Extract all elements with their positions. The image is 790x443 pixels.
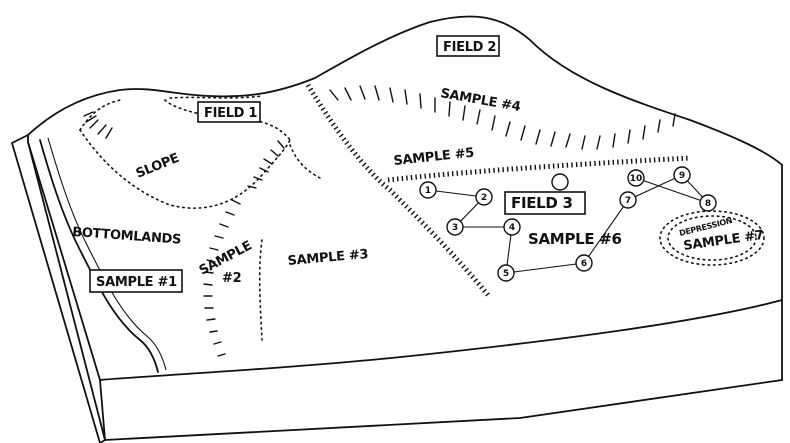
depression-zone	[659, 210, 765, 266]
sample-point-6: 6	[575, 254, 593, 272]
labels: FIELD 1 FIELD 2 FIELD 3 SLOPE BOTTOMLAND…	[72, 35, 765, 293]
sample6-label: SAMPLE #6	[528, 230, 622, 248]
svg-text:7: 7	[625, 196, 631, 206]
sample5-label: SAMPLE #5	[393, 146, 475, 169]
field1-label: FIELD 1	[204, 106, 257, 121]
sample-point-8: 8	[699, 194, 717, 212]
sample1-box	[89, 269, 183, 293]
sample-point-4: 4	[503, 218, 521, 236]
terrain-block	[11, 15, 783, 443]
sample-point-1: 1	[419, 181, 437, 199]
svg-text:1: 1	[425, 186, 431, 196]
sample2-ridge	[203, 144, 321, 357]
field-boundaries	[169, 83, 691, 297]
svg-text:4: 4	[509, 223, 515, 233]
sample-point-7: 7	[619, 191, 637, 209]
sample-point-3: 3	[446, 218, 464, 236]
svg-text:3: 3	[452, 223, 458, 233]
sample2-label-line2: #2	[222, 271, 241, 286]
sample-path	[427, 174, 709, 274]
svg-text:2: 2	[481, 193, 487, 203]
svg-text:9: 9	[679, 171, 685, 181]
field2-label: FIELD 2	[443, 40, 496, 55]
bottomlands-label: BOTTOMLANDS	[72, 225, 182, 248]
field1-box	[197, 101, 261, 123]
svg-text:10: 10	[630, 174, 643, 184]
sample-point-5: 5	[497, 264, 515, 282]
field3-box	[504, 191, 586, 215]
sample-point-9: 9	[673, 166, 691, 184]
svg-text:6: 6	[581, 259, 587, 269]
slope-label: SLOPE	[134, 151, 181, 182]
field3-label: FIELD 3	[511, 194, 573, 212]
sample-point-2: 2	[475, 188, 493, 206]
sample3-label: SAMPLE #3	[287, 247, 369, 269]
well-marker	[551, 173, 569, 191]
svg-text:8: 8	[705, 199, 711, 209]
sample-points: 1 2 3 4 5 6 7 8 9 10	[419, 166, 717, 282]
sample-point-10: 10	[627, 169, 645, 187]
svg-text:5: 5	[503, 269, 509, 279]
field2-box	[436, 35, 500, 57]
sample1-label: SAMPLE #1	[96, 275, 177, 290]
